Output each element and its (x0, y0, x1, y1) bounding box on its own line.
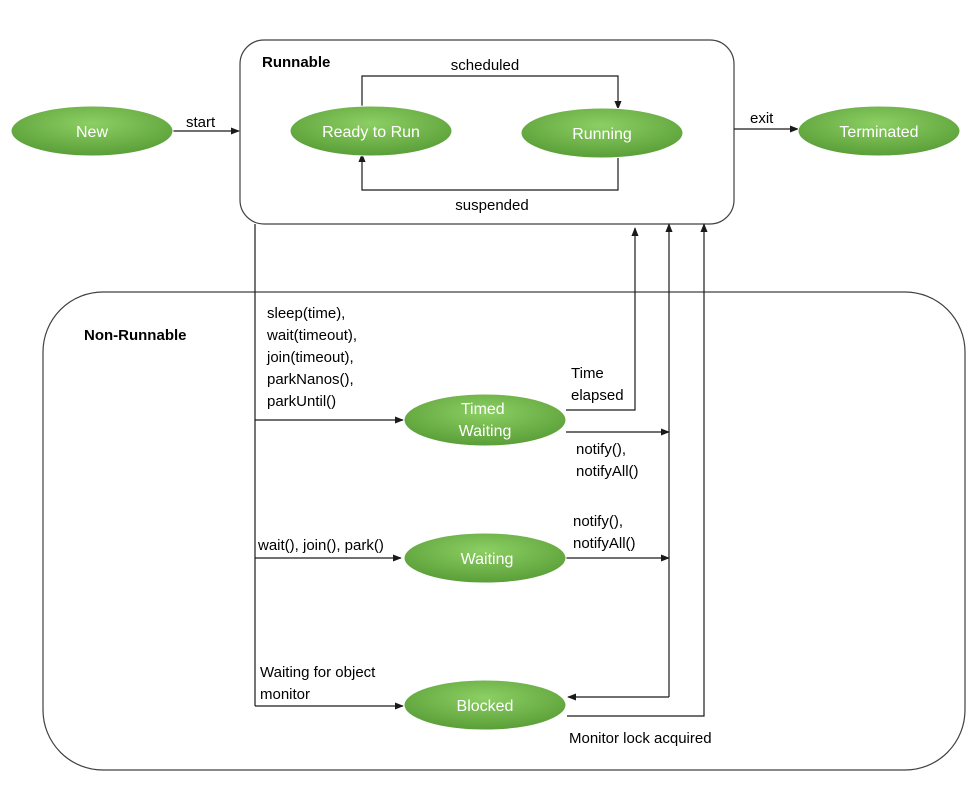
state-terminated: Terminated (797, 105, 961, 157)
runnable-group-title: Runnable (262, 54, 330, 71)
state-new: New (10, 105, 174, 157)
suspended-label: suspended (455, 197, 528, 214)
suspended-edge (358, 153, 619, 191)
timed-notify-label: notify(), notifyAll() (576, 441, 639, 480)
scheduled-label: scheduled (451, 57, 519, 74)
to-blocked-label: Waiting for object monitor (260, 664, 380, 703)
state-ready-to-run-label: Ready to Run (322, 124, 420, 141)
state-timed-waiting-label: Timed Waiting (459, 401, 512, 440)
runnable-group (239, 39, 735, 225)
non-runnable-group (42, 291, 966, 771)
time-elapsed-edge (566, 227, 639, 411)
exit-label: exit (750, 110, 774, 127)
scheduled-edge (361, 75, 622, 114)
state-running: Running (520, 107, 684, 159)
state-waiting-label: Waiting (461, 551, 514, 568)
start-label: start (186, 114, 216, 131)
state-timed-waiting: Timed Waiting (403, 393, 567, 447)
non-runnable-group-title: Non-Runnable (84, 327, 187, 344)
waiting-notify-label: notify(), notifyAll() (573, 513, 636, 552)
monitor-acquired-label: Monitor lock acquired (569, 730, 712, 747)
state-blocked-label: Blocked (457, 698, 514, 715)
state-running-label: Running (572, 126, 632, 143)
time-elapsed-label: Time elapsed (571, 365, 624, 404)
state-ready-to-run: Ready to Run (289, 105, 453, 157)
state-waiting: Waiting (403, 532, 567, 584)
to-timed-waiting-label: sleep(time), wait(timeout), join(timeout… (266, 305, 361, 410)
state-terminated-label: Terminated (839, 124, 918, 141)
to-waiting-label: wait(), join(), park() (257, 537, 384, 554)
monitor-acquired-edge (567, 223, 708, 717)
state-blocked: Blocked (403, 679, 567, 731)
state-new-label: New (76, 124, 108, 141)
